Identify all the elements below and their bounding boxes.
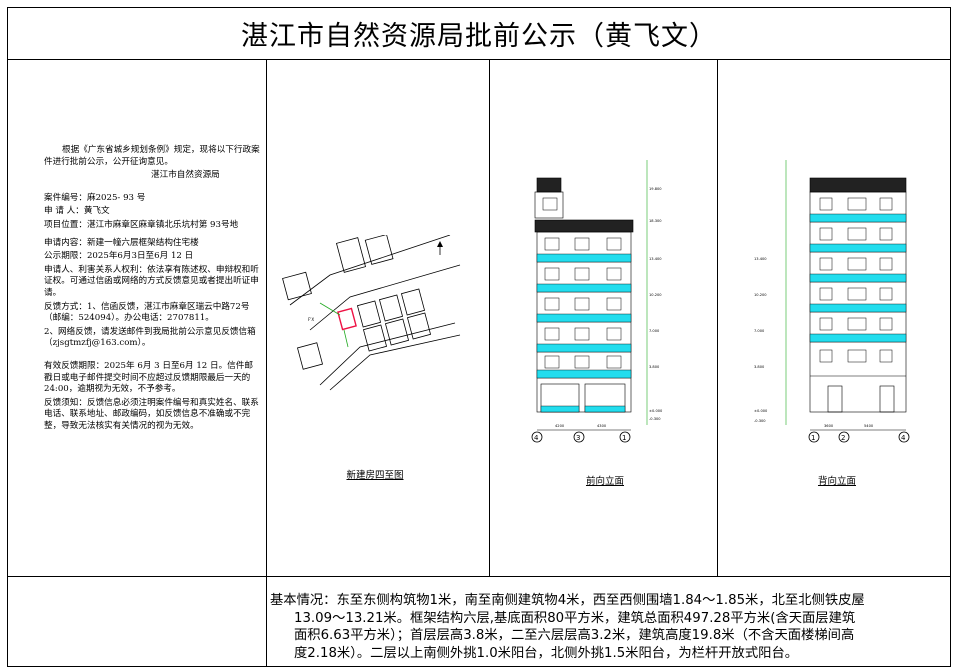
case-number: 案件编号：麻2025- 93 号 [44,192,146,203]
back-dim-1: 3600 [824,424,834,428]
feedback-instructions: 反馈须知：反馈信息必须注明案件编号和真实姓名、联系电话、联系地址、邮政编码，如反… [44,397,259,431]
back-level-7: ±0.000 [754,409,768,413]
feedback-method-email: 2、网络反馈，请发送邮件到我局批前公示意见反馈信箱（zjsgtmzfj@163.… [44,326,256,349]
front-level-6: 3.800 [649,365,660,369]
front-dim-2: 4300 [597,424,607,428]
front-level-8: -0.300 [649,417,661,421]
basic-info-line-3: 面积6.63平方米）；首层层高3.8米，二至六层层高3.2米，建筑高度19.8米… [294,628,855,643]
front-elevation-drawing: 19.800 18.300 13.400 10.200 7.000 3.800 … [531,160,663,443]
front-level-7: ±0.000 [649,409,663,413]
front-level-2: 18.300 [649,219,662,223]
back-axis-2: 2 [841,434,845,442]
front-elevation-caption: 前向立面 [585,476,624,487]
back-level-4: 10.200 [754,293,767,297]
back-elevation-drawing: 13.400 10.200 7.000 3.800 ±0.000 -0.300 … [754,160,910,443]
notice-signer: 湛江市自然资源局 [151,170,220,181]
back-level-6: 3.800 [754,365,765,369]
front-level-1: 19.800 [649,187,662,191]
back-elevation-caption: 背向立面 [817,476,856,487]
site-plan-drawing: F'X [282,235,461,391]
back-level-5: 7.000 [754,329,765,333]
front-level-5: 7.000 [649,329,660,333]
rights-statement: 申请人、利害关系人权利：依法享有陈述权、申辩权和听证权。可通过信函或网络的方式反… [44,264,259,298]
back-level-3: 13.400 [754,257,767,261]
basic-info-panel [266,576,951,667]
front-dim-1: 4200 [555,424,565,428]
page-title: 湛江市自然资源局批前公示（黄飞文） [241,21,717,52]
back-level-8: -0.300 [754,419,766,423]
svg-text:F'X: F'X [308,317,314,322]
feedback-method-letter: 反馈方式：1、信函反馈，湛江市麻章区瑞云中路72号（邮编：524094）。办公电… [44,301,250,324]
front-axis-1: 4 [534,434,539,442]
back-dim-2: 5400 [864,424,874,428]
project-location: 项目位置：湛江市麻章区麻章镇北乐坑村第 93号地 [44,219,239,230]
front-level-3: 13.400 [649,257,662,261]
back-axis-1: 1 [811,434,815,442]
back-axis-3: 4 [901,434,906,442]
basic-info-line-1: 基本情况：东至东侧构筑物1米，南至南侧建筑物4米，西至西侧围墙1.84～1.85… [270,593,865,608]
valid-feedback-period: 有效反馈期限：2025年 6月 3 日至6月 12 日。信件邮戳日或电子邮件提交… [44,360,253,395]
application-content: 申请内容：新建一幢六层框架结构住宅楼 [44,237,199,248]
front-axis-3: 1 [622,434,626,442]
basic-info-line-4: 度2.18米）。二层以上南侧外挑1.0米阳台，北侧外挑1.5米阳台，为栏杆开放式… [294,645,799,661]
notice-intro: 根据《广东省城乡规划条例》规定，现将以下行政案件进行批前公示，公开征询意见。 [44,145,260,167]
basic-info-line-2: 13.09～13.21米。框架结构六层,基底面积80平方米，建筑总面积497.2… [294,610,856,626]
front-level-4: 10.200 [649,293,662,297]
site-plan-caption: 新建房四至图 [346,470,404,481]
notice-text: 根据《广东省城乡规划条例》规定，现将以下行政案件进行批前公示，公开征询意见。 湛… [44,145,260,434]
basic-info: 基本情况：东至东侧构筑物1米，南至南侧建筑物4米，西至西侧围墙1.84～1.85… [270,592,942,662]
notice-period: 公示期限：2025年6月3日至6月 12 日 [44,251,194,262]
applicant: 申 请 人：黄飞文 [44,206,110,217]
front-axis-2: 3 [576,434,580,442]
